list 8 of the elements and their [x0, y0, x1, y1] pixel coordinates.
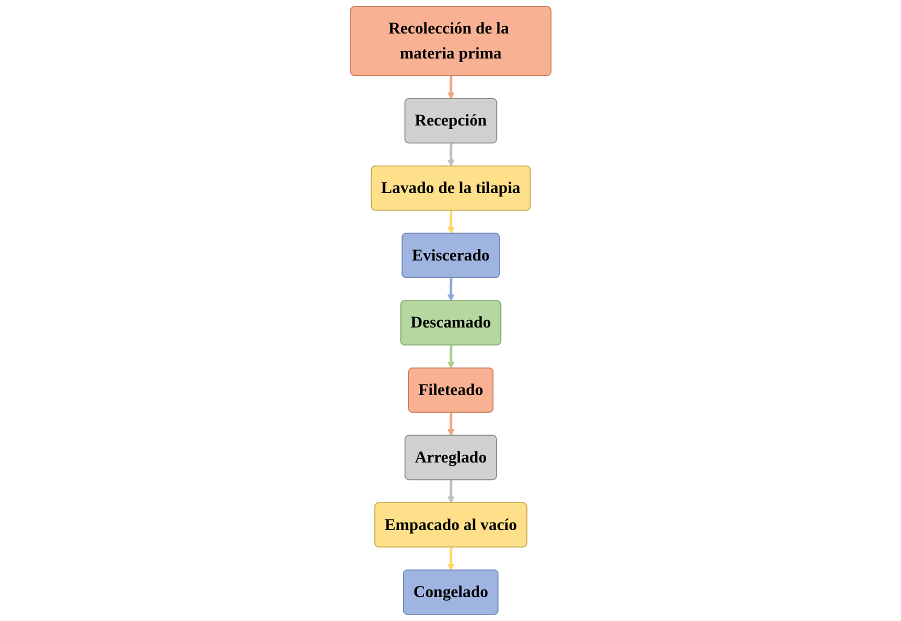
arrow: [447, 345, 454, 369]
arrow: [447, 143, 454, 167]
arrow: [447, 547, 454, 571]
arrow: [447, 76, 454, 100]
arrow: [447, 210, 454, 234]
arrow: [447, 412, 454, 436]
arrow: [447, 480, 454, 504]
arrow: [447, 278, 454, 302]
